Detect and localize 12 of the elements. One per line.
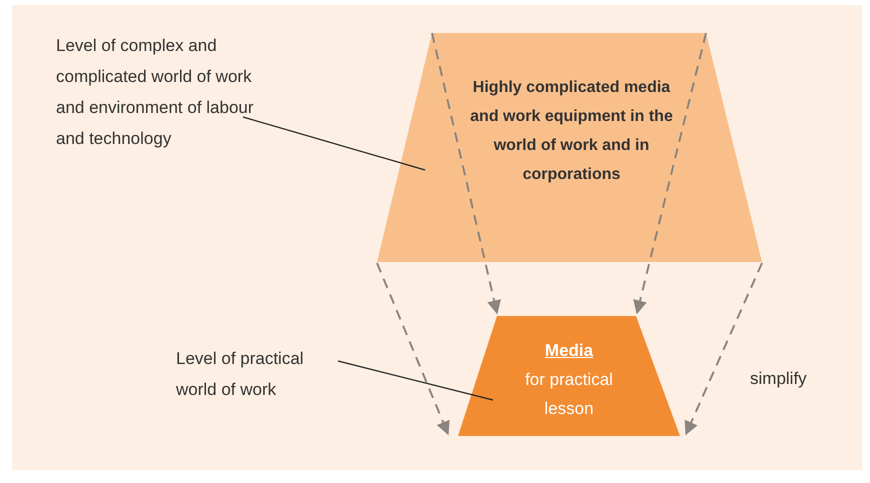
callout-text: Level of complex and complicated world of work and environment of labour and technology — [56, 35, 255, 150]
shape-text: Highly complicated media and work equipment in the world of work and in corporations — [469, 78, 674, 185]
dashed-arrow — [431, 32, 501, 314]
dashed-arrow — [633, 32, 707, 314]
callout-text: Level of practical world of work — [176, 348, 305, 401]
body-text: for practical lesson — [524, 369, 614, 420]
leader-line — [338, 360, 494, 401]
note-text: simplify — [750, 369, 807, 389]
dashed-arrow — [376, 262, 450, 436]
leader-line — [242, 116, 426, 171]
dashed-arrow — [684, 262, 763, 436]
heading-text: Media — [544, 340, 594, 362]
